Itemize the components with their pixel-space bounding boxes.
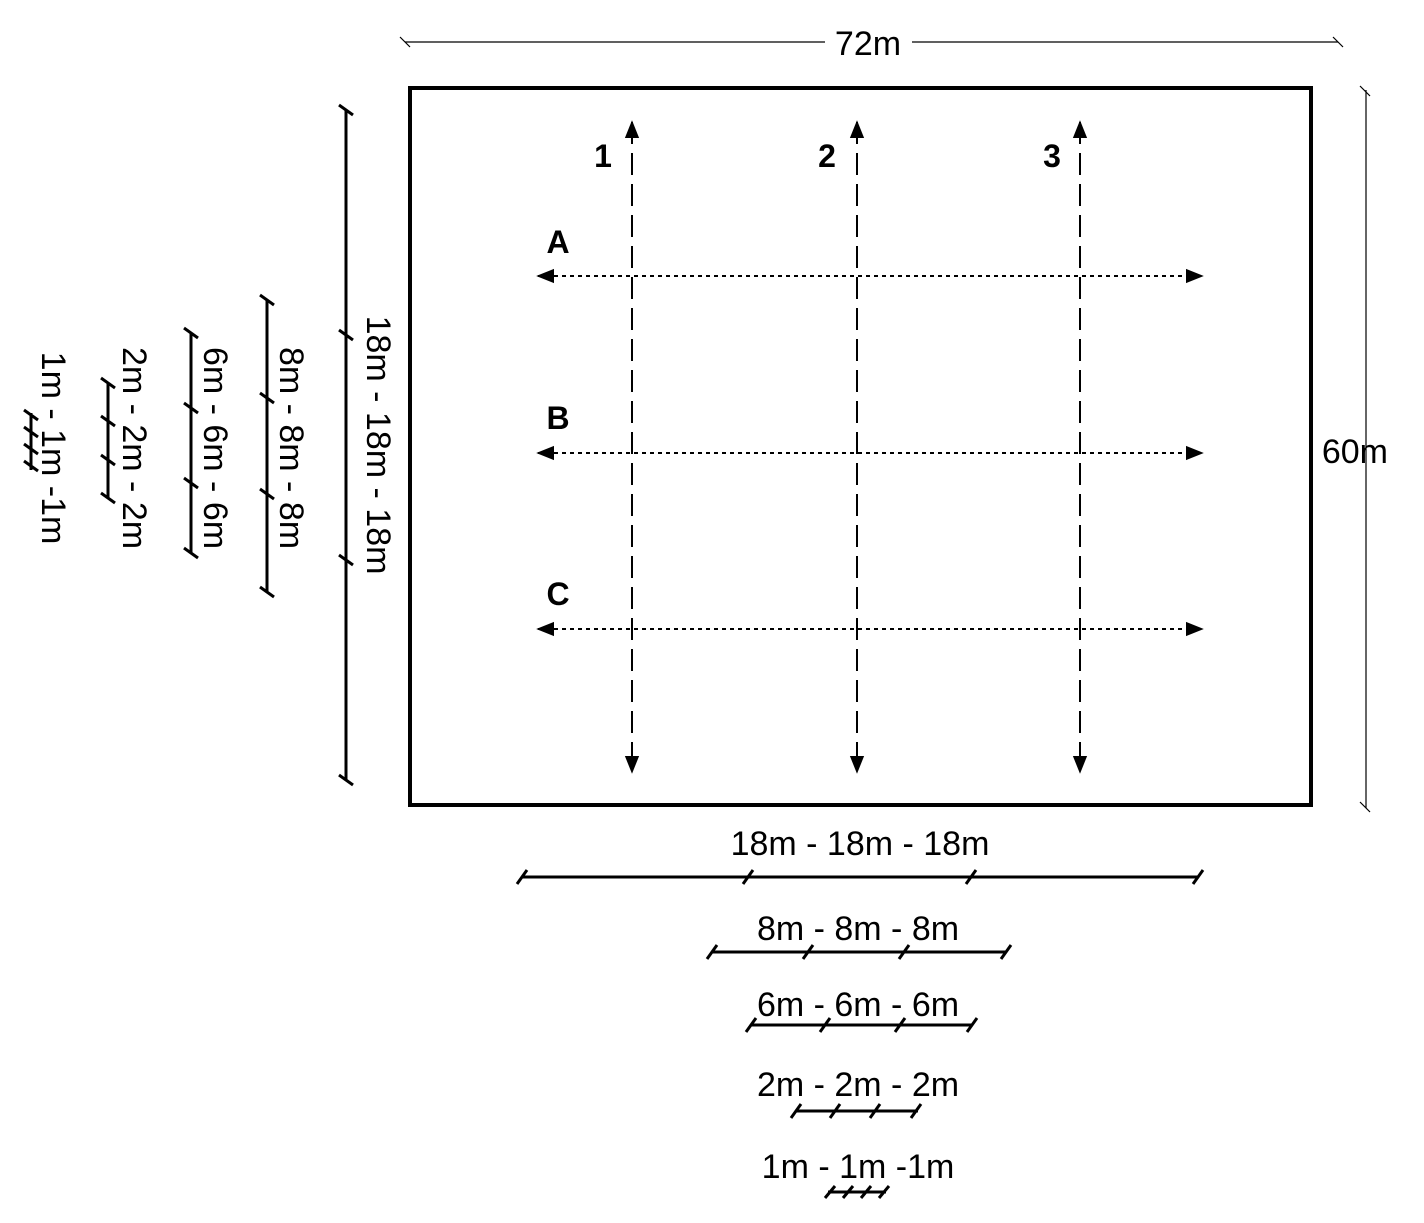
h-scale-1m-bar: [823, 1185, 891, 1199]
transect-b-label: B: [546, 400, 569, 436]
h-scale-8m-label: 8m - 8m - 8m: [757, 910, 959, 948]
h-scale-6m-label: 6m - 6m - 6m: [757, 986, 959, 1024]
h-scale-2m-label: 2m - 2m - 2m: [757, 1066, 959, 1104]
vertical-scale-bars: 18m - 18m - 18m 8m - 8m - 8m 6m - 6m - 6…: [23, 103, 397, 787]
transect-c-label: C: [546, 576, 569, 612]
h-scale-18m-bar: [515, 869, 1205, 885]
vertical-transects: 1 2 3: [594, 120, 1088, 774]
v-scale-8m-bar: [259, 293, 275, 599]
horizontal-scale-bars: 18m - 18m - 18m 8m - 8m - 8m 6m - 6m - 6…: [515, 825, 1205, 1199]
transect-3-label: 3: [1043, 138, 1061, 174]
width-label: 72m: [835, 25, 901, 63]
h-scale-2m-bar: [789, 1103, 923, 1119]
h-scale-6m-bar: [744, 1017, 979, 1033]
h-scale-8m-bar: [705, 944, 1013, 960]
height-dimension: 60m: [1322, 85, 1388, 813]
v-scale-1m-label: 1m - 1m -1m: [34, 352, 72, 545]
v-scale-2m-label: 2m - 2m - 2m: [115, 347, 153, 549]
h-scale-1m-label: 1m - 1m -1m: [762, 1148, 955, 1186]
height-label: 60m: [1322, 433, 1388, 471]
transect-1-label: 1: [594, 138, 612, 174]
v-scale-18m-label: 18m - 18m - 18m: [359, 316, 397, 575]
v-scale-6m-label: 6m - 6m - 6m: [196, 347, 234, 549]
v-scale-2m-bar: [100, 376, 116, 505]
horizontal-transects: A B C: [536, 224, 1204, 637]
v-scale-6m-bar: [183, 326, 199, 560]
v-scale-1m-bar: [23, 408, 39, 473]
transect-a-label: A: [546, 224, 569, 260]
plot-boundary: [408, 86, 1313, 807]
v-scale-8m-label: 8m - 8m - 8m: [272, 347, 310, 549]
width-dimension: 72m: [399, 25, 1344, 63]
v-scale-18m-bar: [338, 103, 354, 787]
h-scale-18m-label: 18m - 18m - 18m: [731, 825, 990, 863]
transect-2-label: 2: [818, 138, 836, 174]
